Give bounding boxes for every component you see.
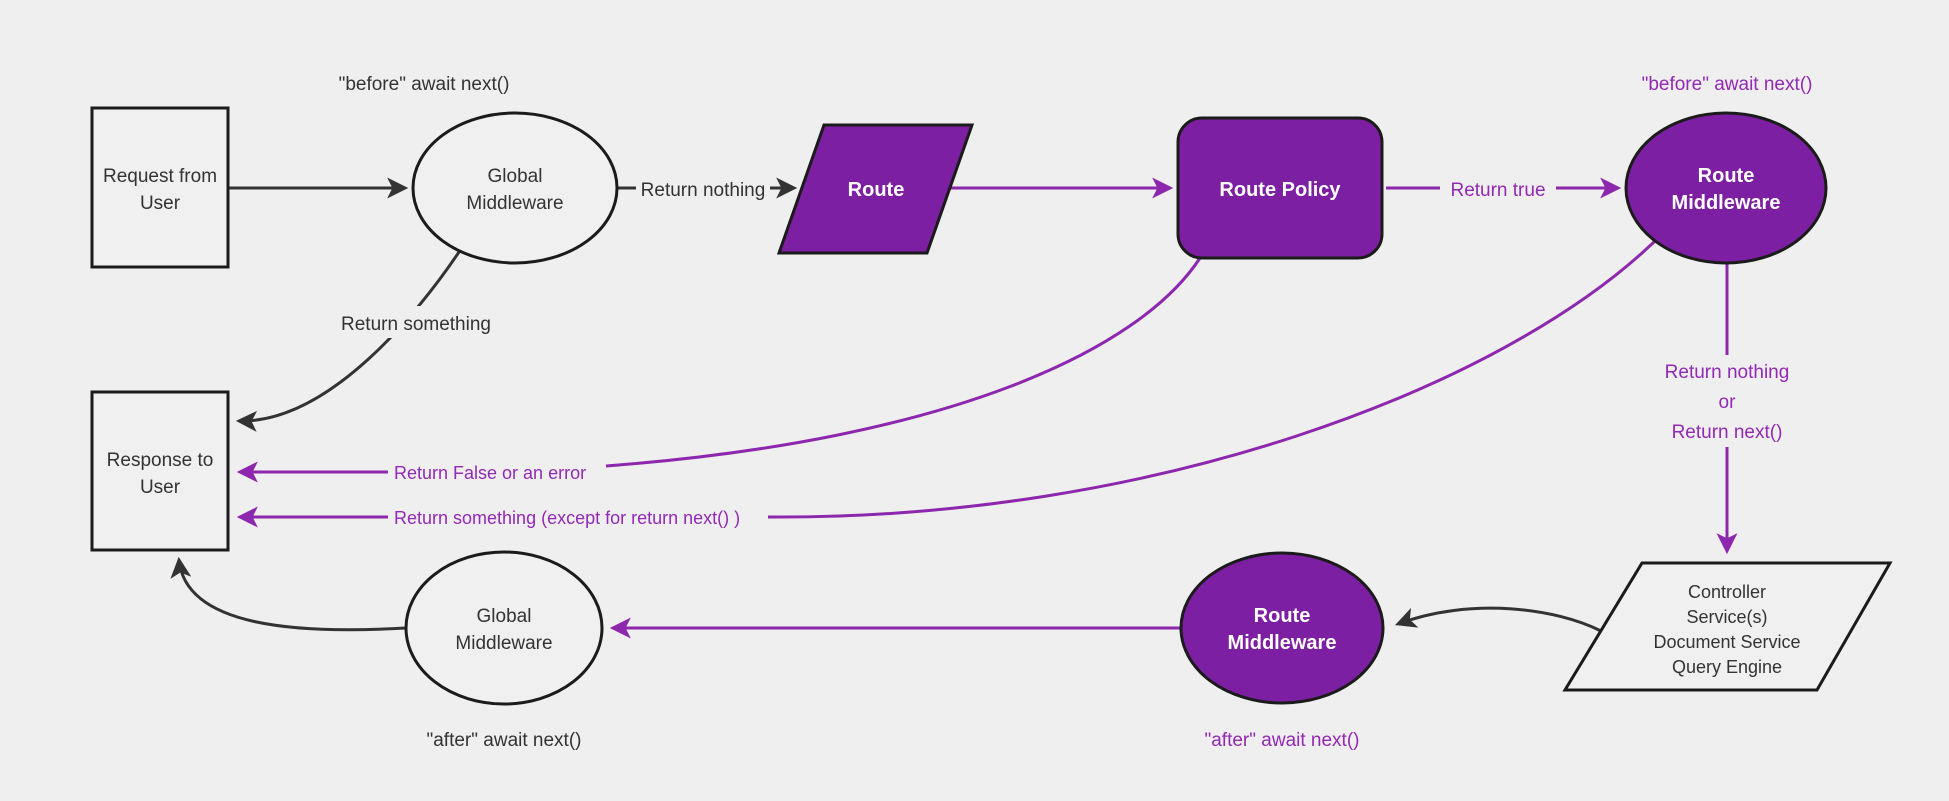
label-return-something-except: Return something (except for return next… [394, 508, 740, 528]
global-middleware-bottom-label-2: Middleware [455, 633, 552, 654]
edge-global-middleware-bottom-to-response [170, 556, 407, 632]
labels: "before" await next() "before" await nex… [339, 74, 1813, 751]
global-middleware-bottom-ellipse [404, 550, 604, 706]
controller-services-node: Controller Service(s) Document Service Q… [1562, 561, 1893, 692]
label-return-nothing-or-3: Return next() [1672, 422, 1783, 443]
edge-global-middleware-return-something [235, 251, 461, 432]
label-after-await-bottom-left: "after" await next() [427, 730, 582, 751]
route-parallelogram [776, 123, 975, 255]
request-from-user-label-2: User [140, 193, 181, 214]
request-from-user-box [90, 106, 230, 269]
route-policy-node: Route Policy [1176, 116, 1384, 260]
edge-controller-to-route-middleware-bottom [1395, 606, 1602, 633]
response-to-user-node: Response to User [90, 390, 230, 552]
edge-route-middleware-return-something-curve [767, 239, 1657, 519]
label-bg-return-nothing [636, 174, 770, 202]
edge-route-policy-return-false-curve [605, 257, 1202, 468]
response-to-user-label-2: User [140, 477, 181, 498]
route-policy-box [1176, 116, 1384, 260]
edges [170, 177, 1738, 639]
route-middleware-top-label-2: Middleware [1672, 192, 1781, 214]
label-return-true: Return true [1450, 180, 1545, 201]
route-policy-label: Route Policy [1219, 179, 1341, 201]
label-before-await-top-left: "before" await next() [339, 74, 510, 95]
route-middleware-bottom-node: Route Middleware [1179, 551, 1385, 705]
route-node: Route [776, 123, 975, 255]
controller-label: Controller [1688, 582, 1766, 602]
label-return-nothing-or-2: or [1719, 392, 1737, 413]
global-middleware-top-label-2: Middleware [466, 193, 563, 214]
request-from-user-label-1: Request from [103, 166, 217, 187]
label-bg-return-nothing-or [1662, 355, 1792, 447]
route-middleware-bottom-label-2: Middleware [1228, 632, 1337, 654]
route-middleware-top-ellipse [1624, 111, 1828, 265]
label-after-await-bottom-middle: "after" await next() [1205, 730, 1360, 751]
controller-services-parallelogram [1562, 561, 1893, 692]
label-return-false-or-error: Return False or an error [394, 463, 586, 483]
route-middleware-bottom-label-1: Route [1254, 605, 1311, 627]
global-middleware-bottom-node: Global Middleware [404, 550, 604, 706]
global-middleware-top-label-1: Global [488, 166, 543, 187]
request-from-user-node: Request from User [90, 106, 230, 269]
label-return-nothing-or-1: Return nothing [1665, 362, 1790, 383]
response-to-user-label-1: Response to [107, 450, 214, 471]
route-middleware-top-label-1: Route [1698, 165, 1755, 187]
route-middleware-bottom-ellipse [1179, 551, 1385, 705]
label-return-something: Return something [341, 314, 491, 335]
services-label: Service(s) [1686, 607, 1767, 627]
edge-label-backgrounds [336, 174, 1792, 447]
route-middleware-top-node: Route Middleware [1624, 111, 1828, 265]
nodes: Request from User Global Middleware Rout… [90, 106, 1893, 706]
global-middleware-top-ellipse [411, 111, 619, 265]
document-service-label: Document Service [1653, 632, 1800, 652]
label-bg-return-something [336, 306, 496, 338]
global-middleware-top-node: Global Middleware [411, 111, 619, 265]
route-label: Route [848, 179, 905, 201]
query-engine-label: Query Engine [1672, 657, 1782, 677]
global-middleware-bottom-label-1: Global [477, 606, 532, 627]
response-to-user-box [90, 390, 230, 552]
label-bg-return-true [1440, 174, 1556, 202]
label-before-await-top-right: "before" await next() [1642, 74, 1813, 95]
label-return-nothing-top: Return nothing [641, 180, 766, 201]
